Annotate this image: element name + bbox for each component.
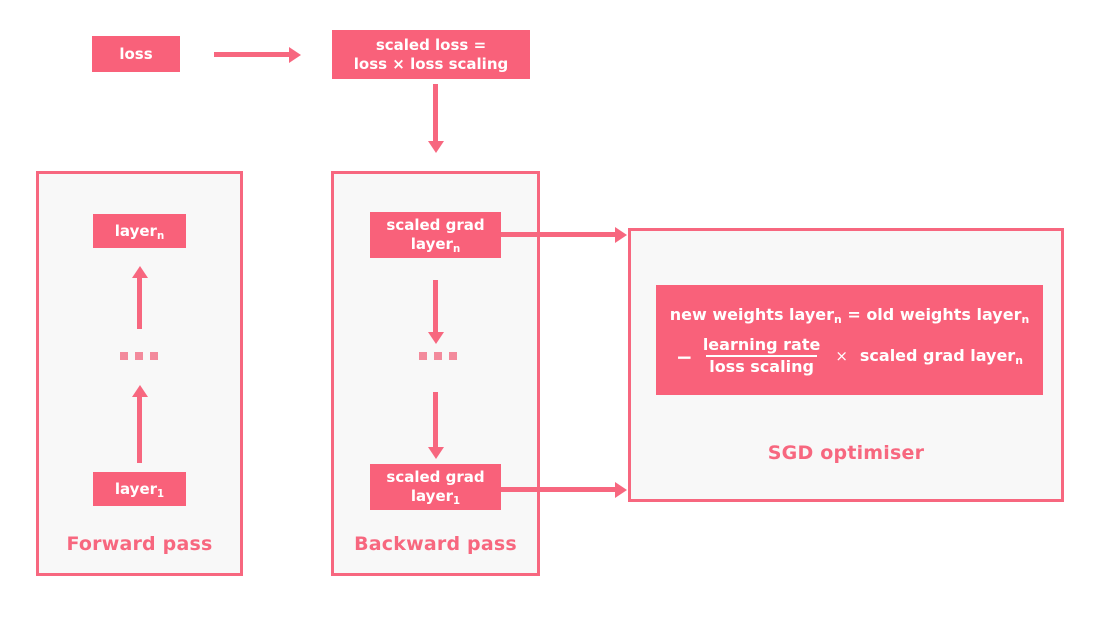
ellipsis-dot <box>120 352 128 360</box>
arrow-grad-1-to-sgd <box>501 487 616 492</box>
sgd-formula-minus-sign: − <box>676 344 693 369</box>
sgd-formula-numerator: learning rate <box>702 334 821 354</box>
ellipsis-dot <box>434 352 442 360</box>
sgd-formula-fraction: learning rate loss scaling <box>700 334 824 376</box>
forward-layer-n-box: layern <box>93 214 186 248</box>
loss-box: loss <box>92 36 180 72</box>
sgd-formula-lhs-subscript: n <box>834 313 842 327</box>
backward-arrow-lower <box>433 392 438 448</box>
ellipsis-dot <box>449 352 457 360</box>
sgd-formula-line-1: new weights layern = old weights layern <box>669 304 1030 327</box>
backward-grad-1-subscript: 1 <box>453 496 461 508</box>
backward-grad-n-line-2: layer <box>410 235 453 253</box>
sgd-formula-rhs: old weights layer <box>866 304 1022 324</box>
ellipsis-dot <box>150 352 158 360</box>
forward-arrow-upper <box>137 277 142 329</box>
sgd-formula-denominator: loss scaling <box>706 354 817 376</box>
sgd-formula-operand-text: scaled grad layer <box>859 346 1016 365</box>
sgd-formula-box: new weights layern = old weights layern … <box>656 285 1043 395</box>
forward-ellipsis <box>120 352 158 360</box>
sgd-formula-operand: scaled grad layern <box>859 346 1023 368</box>
loss-box-label: loss <box>119 44 153 63</box>
sgd-formula-operand-subscript: n <box>1015 354 1023 368</box>
backward-ellipsis <box>419 352 457 360</box>
backward-grad-1-line-1: scaled grad <box>386 468 485 487</box>
sgd-formula-lhs: new weights layer <box>669 304 835 324</box>
forward-layer-n-label: layer <box>114 221 157 240</box>
backward-grad-1-line-2: layer <box>410 487 454 505</box>
forward-layer-n-subscript: n <box>156 230 165 242</box>
sgd-formula-equals: = <box>841 304 867 324</box>
sgd-formula-rhs-subscript: n <box>1021 313 1030 327</box>
ellipsis-dot <box>419 352 427 360</box>
backward-scaled-grad-n-box: scaled grad layern <box>370 212 501 258</box>
sgd-formula-line-2: − learning rate loss scaling × scaled gr… <box>676 334 1023 376</box>
backward-arrow-upper <box>433 280 438 333</box>
forward-arrow-lower <box>137 396 142 463</box>
scaled-loss-line-2: loss × loss scaling <box>353 54 509 73</box>
scaled-loss-box: scaled loss = loss × loss scaling <box>332 30 530 79</box>
sgd-formula-times-sign: × <box>835 346 848 365</box>
forward-layer-1-label: layer <box>114 479 158 498</box>
backward-pass-label: Backward pass <box>354 533 517 555</box>
arrow-loss-to-scaled-loss <box>214 52 290 57</box>
sgd-optimiser-label: SGD optimiser <box>767 442 925 464</box>
ellipsis-dot <box>135 352 143 360</box>
arrow-scaled-loss-to-backward-pass <box>433 84 438 142</box>
forward-pass-label: Forward pass <box>66 533 213 555</box>
scaled-loss-line-1: scaled loss = <box>375 35 487 54</box>
backward-scaled-grad-1-box: scaled grad layer1 <box>370 464 501 510</box>
backward-grad-n-line-1: scaled grad <box>386 216 485 235</box>
arrow-grad-n-to-sgd <box>501 232 616 237</box>
backward-grad-n-subscript: n <box>452 244 461 256</box>
forward-layer-1-box: layer1 <box>93 472 186 506</box>
forward-layer-1-subscript: 1 <box>157 488 165 500</box>
